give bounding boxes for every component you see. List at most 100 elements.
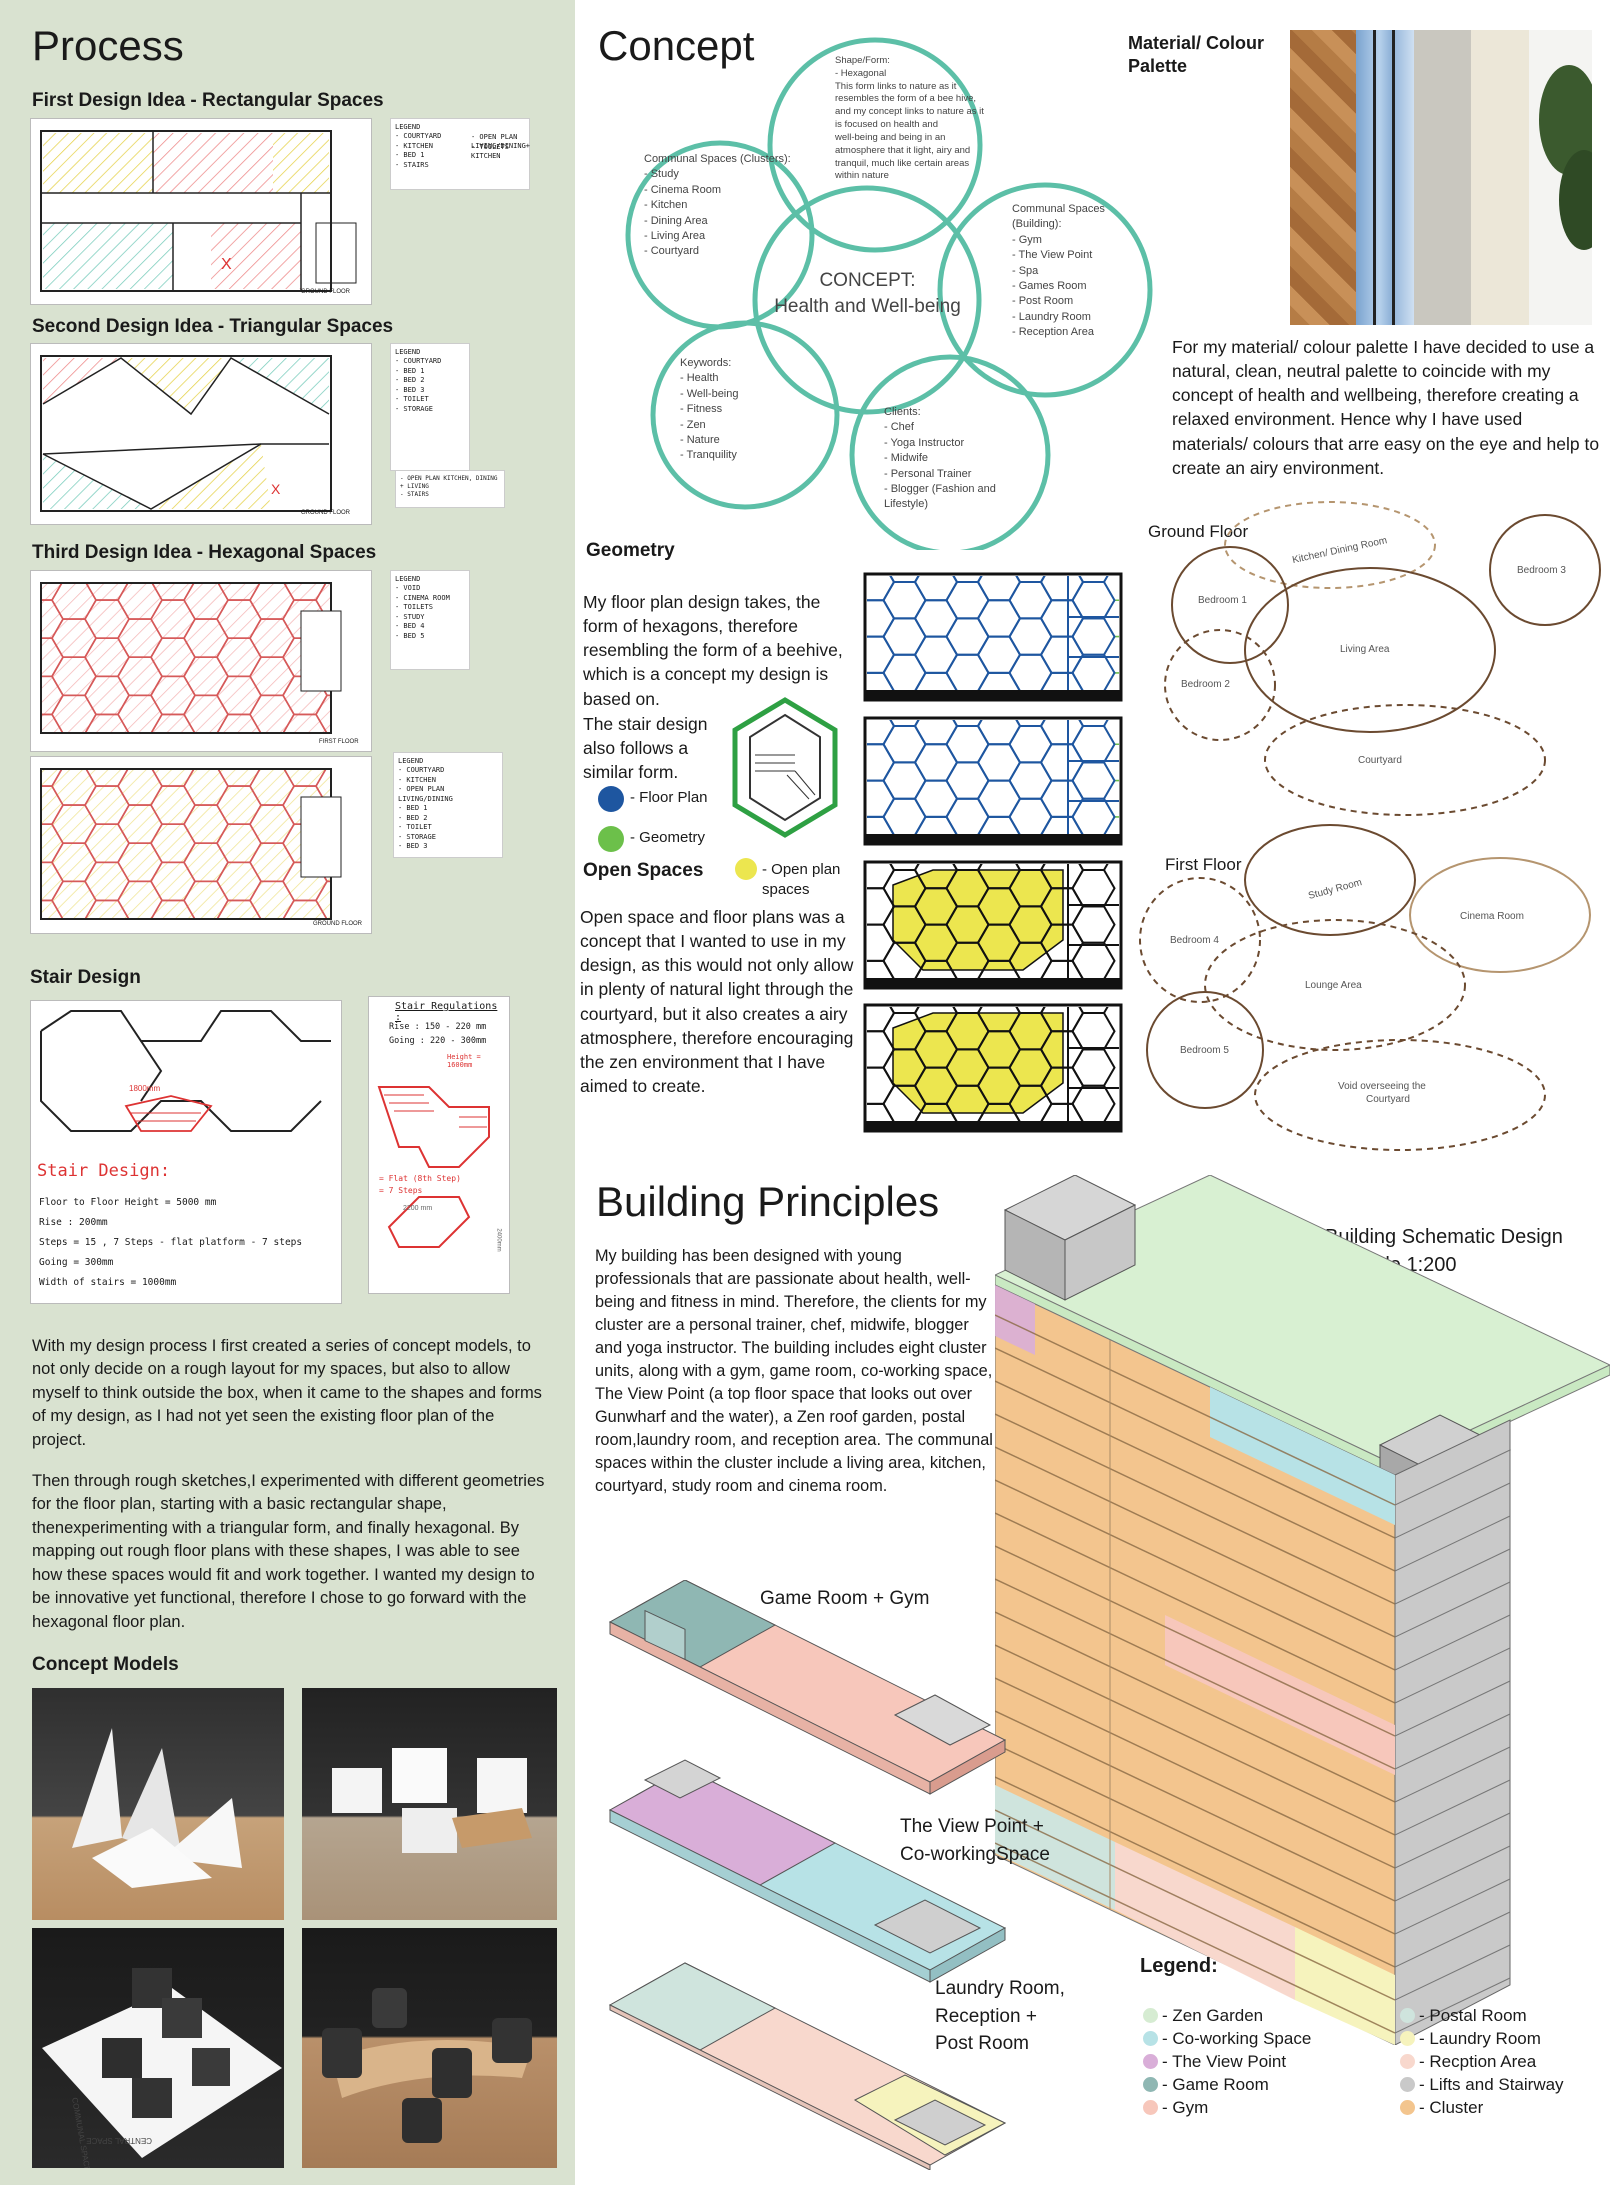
hex-cell <box>260 918 284 919</box>
concept-model-photo-1 <box>32 1688 284 1920</box>
hex-cell <box>250 757 294 767</box>
geometry-plan-2 <box>863 716 1123 846</box>
stair-regulation: = 7 Steps <box>379 1186 423 1195</box>
clients-text: Clients: - Chef - Yoga Instructor - Midw… <box>884 405 996 513</box>
third-idea-heading: Third Design Idea - Hexagonal Spaces <box>32 542 377 563</box>
bubble-courtyard: Courtyard <box>1358 755 1402 766</box>
wood-swatch <box>1290 30 1357 325</box>
communal-building-text: Communal Spaces (Building): - Gym - The … <box>1012 202 1105 341</box>
open-plan-legend: - Open plan spaces <box>762 861 841 898</box>
material-text: For my material/ colour palette I have d… <box>1172 337 1600 478</box>
stair-note: Steps = 15 , 7 Steps - flat platform - 7… <box>39 1236 303 1248</box>
stair-width-dimension: 2200 mm <box>403 1205 433 1212</box>
process-title: Process <box>32 22 184 69</box>
svg-text:X: X <box>221 256 232 273</box>
concept-model-3-drawing: COMMUNAL SPACES CENTRAL SPACE <box>42 1968 282 2178</box>
concept-line: - Courtyard <box>644 245 700 258</box>
stair-regulation: Going : 220 - 300mm <box>389 1035 487 1046</box>
hex-cell <box>315 880 331 919</box>
shape-form-circle <box>767 37 983 253</box>
open-plan-2 <box>863 1003 1123 1133</box>
legend-line: - TOILET <box>395 395 429 404</box>
legend-line: - TOILETS <box>395 603 433 612</box>
hex-cell <box>316 757 360 767</box>
bubble-study-room: Study Room <box>1307 877 1363 902</box>
rectangular-sketch: X GROUND FLOOR <box>30 118 372 305</box>
model-label-central: CENTRAL SPACE <box>86 2136 152 2145</box>
open-plan-1 <box>863 860 1123 990</box>
stair-regulations-sketch: Stair Regulations : Rise : 150 - 220 mm … <box>368 996 510 1294</box>
hexagonal-sketch-first-drawing <box>40 571 342 734</box>
legend-line: LEGEND <box>398 757 424 765</box>
legend-label: - Gym <box>1162 2098 1209 2117</box>
hex-cell <box>128 918 152 919</box>
legend-line: - COURTYARD <box>395 357 442 366</box>
legend-item-laundry-room: - Laundry Room <box>1400 2027 1564 2050</box>
legend-line: - COURTYARD <box>398 766 445 775</box>
legend-swatch <box>1400 2008 1415 2023</box>
legend-item-gym: - Gym <box>1143 2096 1311 2119</box>
legend-swatch <box>1143 2008 1158 2023</box>
stair-regulations-title: Stair Regulations : <box>395 1001 498 1023</box>
triangular-sketch-drawing: X <box>40 355 332 512</box>
floor-label-line: Post Room <box>935 2033 1029 2055</box>
legend-line: - OPEN PLAN KITCHEN, DINING + LIVING <box>400 475 498 491</box>
geometry-heading: Geometry <box>586 540 675 561</box>
legend-line: - BED 1 <box>395 151 425 160</box>
model-label-communal: COMMUNAL SPACES <box>70 2097 93 2168</box>
hexagonal-stair-icon <box>732 697 838 838</box>
concept-line: - Cinema Room <box>644 183 722 196</box>
concept-line: (Building): <box>1012 218 1062 231</box>
hex-cell <box>184 757 228 767</box>
legend-line: - CINEMA ROOM <box>395 593 450 602</box>
material-title: Material/ Colour Palette <box>1128 32 1264 79</box>
concept-line: - Well-being <box>680 387 739 400</box>
legend-line: - BED 2 <box>398 813 428 822</box>
concept-line: - Laundry Room <box>1012 310 1091 323</box>
concept-line: This form links to nature as it <box>835 80 957 92</box>
open-plan-swatch <box>735 858 757 880</box>
floor-label-game-gym: Game Room + Gym <box>760 1588 930 1609</box>
concept-center-circle <box>752 185 982 415</box>
legend-label: - Cluster <box>1419 2098 1484 2117</box>
exploded-floor-plans <box>608 1580 1007 2170</box>
legend-swatch <box>1143 2100 1158 2115</box>
geometry-legend: - Geometry <box>630 829 706 846</box>
svg-text:X: X <box>271 481 281 497</box>
bubble-bedroom-5: Bedroom 5 <box>1180 1045 1229 1056</box>
stair-notes: Floor to Floor Height = 5000 mm Rise : 2… <box>39 1193 302 1293</box>
material-title-line: Material/ Colour <box>1128 33 1265 53</box>
legend-line: - STAIRS <box>400 491 429 499</box>
ground-floor-title: Ground Floor <box>1148 522 1249 541</box>
process-paragraph-2: Then through rough sketches,I experiment… <box>32 1472 545 1631</box>
game-room-gym-plan <box>608 1580 1007 1795</box>
hexagonal-legend-first: LEGEND - VOID - CINEMA ROOM - TOILETS - … <box>390 570 470 670</box>
triangular-sketch: X GROUND FLOOR <box>30 343 372 525</box>
legend-item-lifts-stairway: - Lifts and Stairway <box>1400 2073 1564 2096</box>
concept-diagram <box>625 37 1153 550</box>
stair-note: Width of stairs = 1000mm <box>39 1276 177 1288</box>
stair-sketch-dimension: 1800mm <box>129 1084 160 1093</box>
legend-line: - BED 5 <box>395 631 425 640</box>
glass-swatch <box>1356 30 1414 325</box>
concept-line: - Yoga Instructor <box>884 436 965 449</box>
legend-label: - Lifts and Stairway <box>1419 2075 1564 2094</box>
concept-line: - Personal Trainer <box>884 467 972 480</box>
stair-note: Going = 300mm <box>39 1256 114 1268</box>
legend-line: - STORAGE <box>398 832 436 841</box>
hex-cell <box>315 769 331 806</box>
triangular-legend-note: - OPEN PLAN KITCHEN, DINING + LIVING - S… <box>395 470 505 508</box>
material-title-line: Palette <box>1128 56 1188 77</box>
legend-line: - BED 4 <box>395 622 425 631</box>
floor-label-laundry: Laundry Room, Reception + Post Room <box>935 1975 1065 2058</box>
keywords-text: Keywords: - Health - Well-being - Fitnes… <box>680 356 739 464</box>
open-spaces-text: Open space and floor plans was a concept… <box>580 907 854 1096</box>
floor-label-line: Co-workingSpace <box>900 1843 1050 1865</box>
open-plan-area <box>892 869 1064 971</box>
stair-height-note: Height = 1600mm <box>447 1053 481 1069</box>
legend-line: - BED 3 <box>398 841 428 850</box>
hex-cell <box>118 571 162 581</box>
floor-label-view-point: The View Point + Co-workingSpace <box>900 1813 1050 1868</box>
legend-swatch <box>1400 2077 1415 2092</box>
concept-line: - Reception Area <box>1012 326 1094 339</box>
